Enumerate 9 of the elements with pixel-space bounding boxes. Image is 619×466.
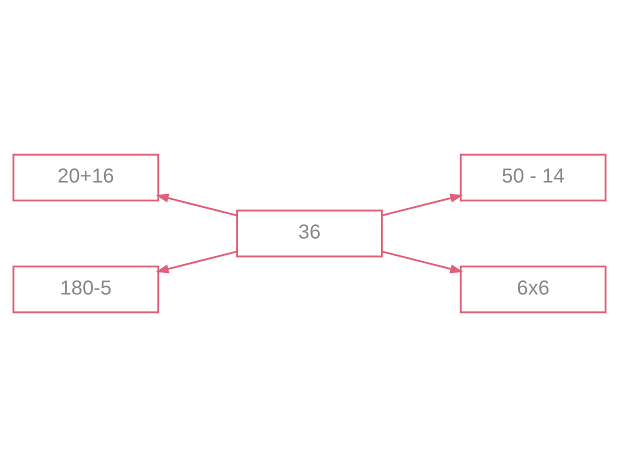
- arrow: [156, 193, 237, 216]
- node-box: 36: [236, 209, 383, 257]
- arrow: [382, 250, 464, 273]
- node-box: 180-5: [12, 265, 160, 313]
- node-box: 20+16: [12, 153, 160, 201]
- arrow: [156, 250, 237, 273]
- node-box: 50 - 14: [460, 153, 606, 201]
- arrow: [382, 193, 464, 216]
- node-box: 6x6: [460, 265, 606, 313]
